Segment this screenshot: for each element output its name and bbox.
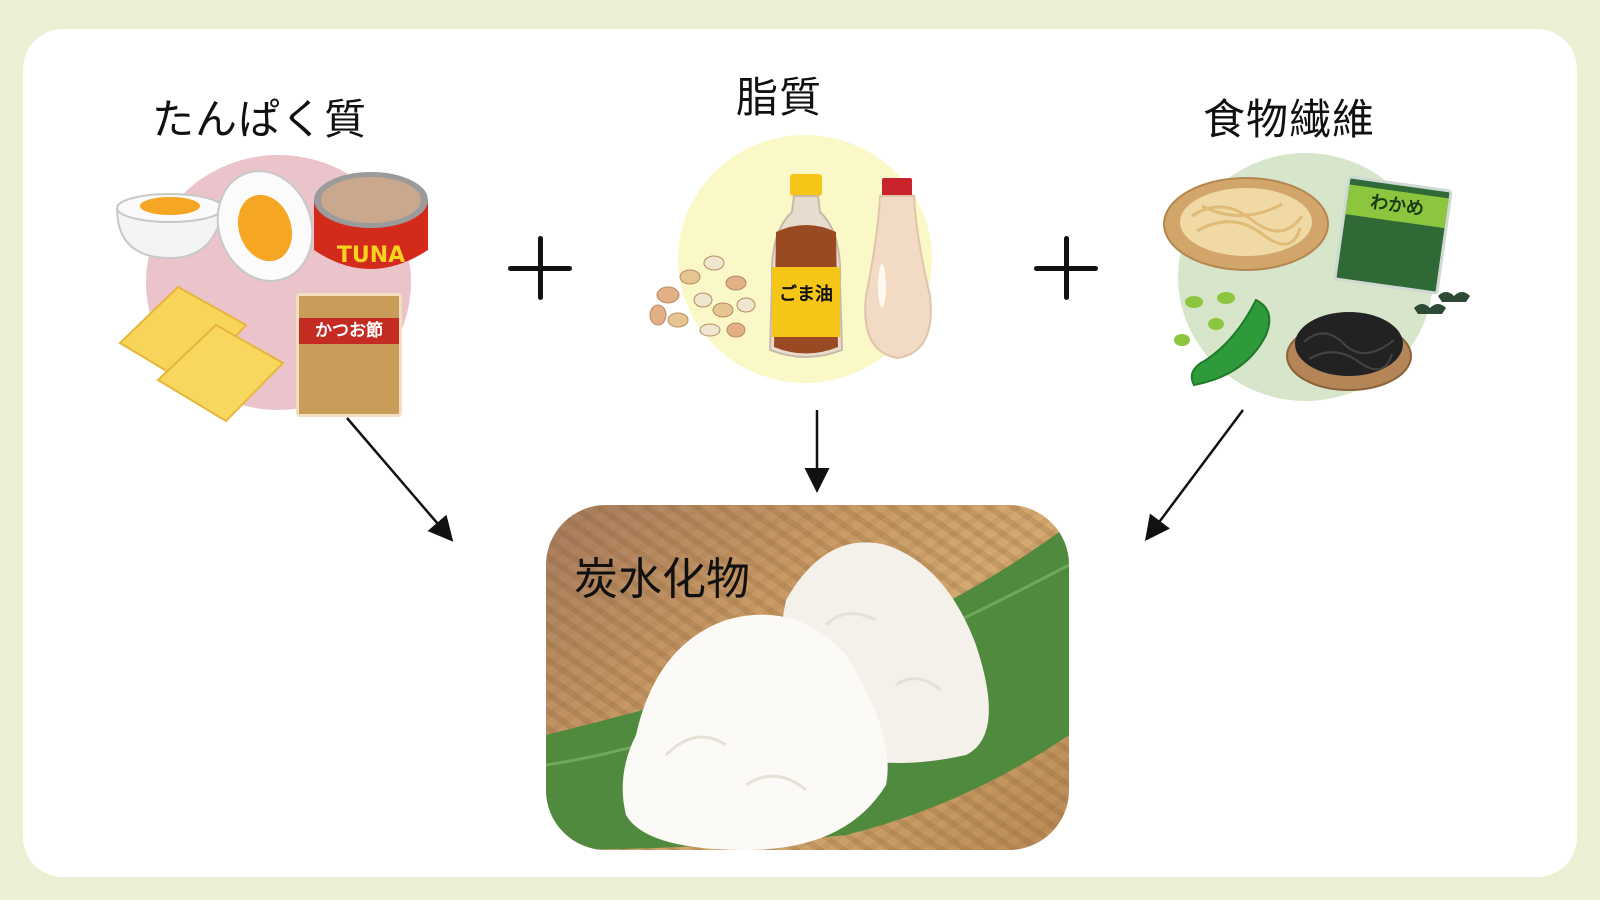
tuna-can-text: TUNA xyxy=(337,243,405,268)
cheese-slices-icon xyxy=(118,285,285,423)
carbohydrate-label: 炭水化物 xyxy=(574,554,750,605)
fat-label: 脂質 xyxy=(736,73,823,122)
dried-daikon-basket-icon xyxy=(1163,177,1329,271)
hijiki-plate-icon xyxy=(1286,312,1412,391)
mayonnaise-bottle-icon xyxy=(864,178,932,360)
plus-operator-1 xyxy=(508,236,572,300)
wakame-pieces-icon xyxy=(1414,292,1470,314)
protein-label: たんぱく質 xyxy=(152,95,368,144)
edamame-icon xyxy=(1174,292,1271,387)
peanuts-icon xyxy=(649,255,756,338)
fiber-label: 食物繊維 xyxy=(1203,95,1376,144)
onigiri-icon xyxy=(622,542,989,850)
tuna-can-icon: TUNA xyxy=(314,172,428,269)
katsuobushi-pack-icon: かつお節 xyxy=(296,293,402,417)
sesame-oil-label: ごま油 xyxy=(779,283,833,305)
plus-operator-2 xyxy=(1034,236,1098,300)
katsuobushi-pack-label: かつお節 xyxy=(299,318,399,344)
boiled-egg-icon xyxy=(115,170,314,282)
sesame-oil-bottle-icon: ごま油 xyxy=(768,174,844,358)
carbohydrate-image: 炭水化物 xyxy=(546,505,1069,850)
